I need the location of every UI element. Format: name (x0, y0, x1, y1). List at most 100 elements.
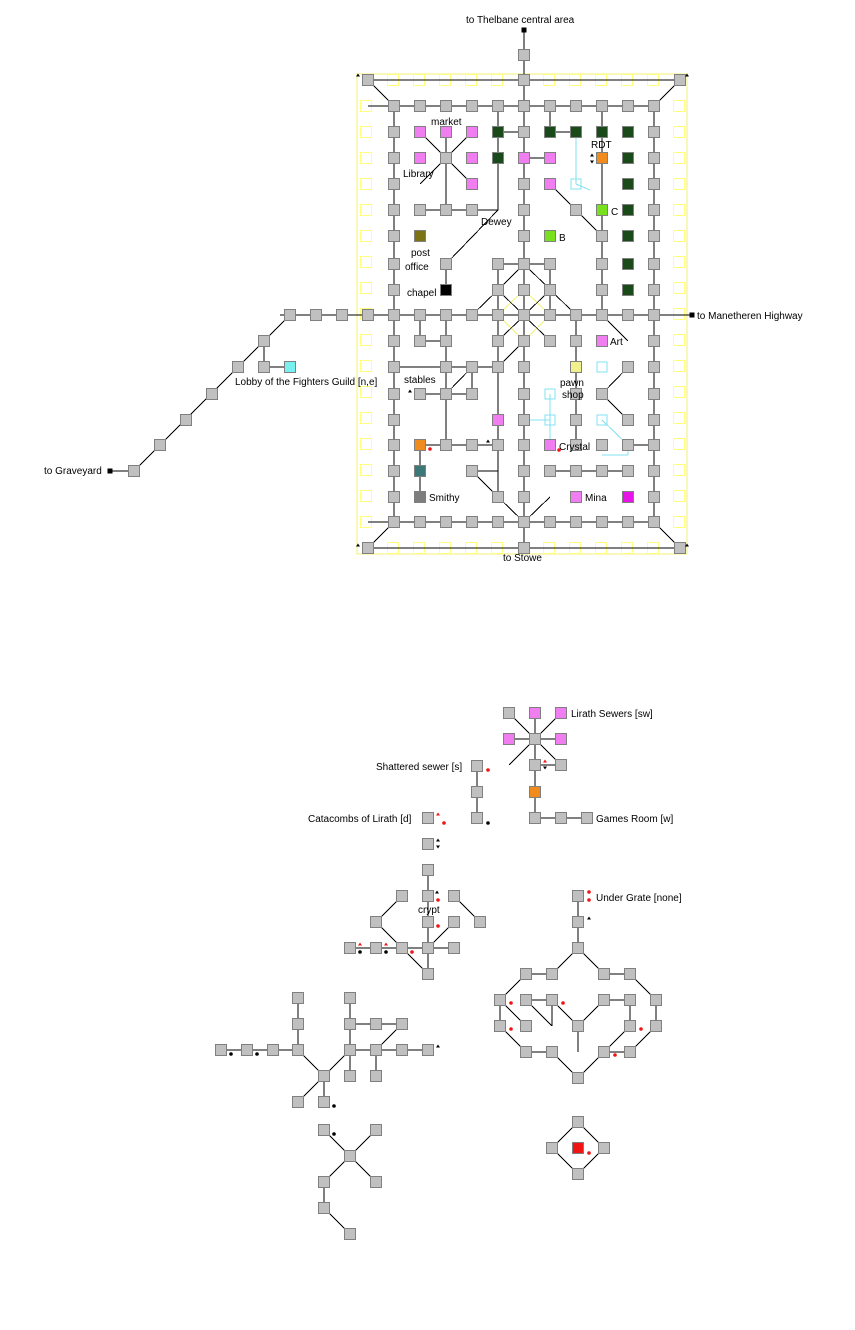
black-dot-marker (255, 1052, 259, 1056)
room (544, 258, 556, 270)
label-under-grate: Under Grate [none] (596, 893, 682, 904)
red-dot-marker (587, 890, 591, 894)
room (241, 1044, 253, 1056)
room (370, 1176, 382, 1188)
room-post-office (414, 230, 426, 242)
room (471, 812, 483, 824)
up-arrow-marker (486, 439, 490, 443)
room (422, 864, 434, 876)
room (555, 812, 567, 824)
room (624, 968, 636, 980)
room (596, 388, 608, 400)
room (292, 1044, 304, 1056)
room (572, 1020, 584, 1032)
room (648, 100, 660, 112)
room (570, 100, 582, 112)
room-market-stall (440, 126, 452, 138)
room-sewer-pink (555, 707, 567, 719)
black-dot-marker (229, 1052, 233, 1056)
room-shop (544, 152, 556, 164)
room (622, 100, 634, 112)
room (370, 916, 382, 928)
room (518, 516, 530, 528)
room (596, 230, 608, 242)
label-smithy: Smithy (429, 493, 460, 504)
wall-room (673, 490, 685, 502)
room (370, 1124, 382, 1136)
room (492, 439, 504, 451)
room-market-stall (466, 178, 478, 190)
room (581, 812, 593, 824)
room (624, 1046, 636, 1058)
label-c: C (611, 207, 618, 218)
room (414, 335, 426, 347)
room (388, 100, 400, 112)
room (206, 388, 218, 400)
room (440, 204, 452, 216)
wall-room (673, 438, 685, 450)
room (388, 204, 400, 216)
room (344, 992, 356, 1004)
room (344, 1070, 356, 1082)
room (544, 335, 556, 347)
room (572, 1116, 584, 1128)
room (570, 309, 582, 321)
label-art: Art (610, 337, 623, 348)
room (518, 49, 530, 61)
wall-room (360, 464, 372, 476)
room-art (596, 335, 608, 347)
room-sewer-pink (529, 707, 541, 719)
room-c (596, 204, 608, 216)
room (440, 258, 452, 270)
room-rdt (622, 126, 634, 138)
room (518, 335, 530, 347)
wall-room (673, 334, 685, 346)
room (529, 812, 541, 824)
up-arrow-marker (356, 543, 360, 547)
label-post: post (411, 248, 430, 259)
room (596, 439, 608, 451)
room (674, 542, 686, 554)
room (414, 516, 426, 528)
room (518, 465, 530, 477)
room (414, 309, 426, 321)
room (388, 230, 400, 242)
room (292, 1018, 304, 1030)
room (388, 388, 400, 400)
wall-room (360, 412, 372, 424)
room (596, 465, 608, 477)
room (440, 516, 452, 528)
room (570, 414, 582, 426)
wall-room (360, 178, 372, 190)
wall-room (673, 230, 685, 242)
room (414, 100, 426, 112)
red-dot-marker (436, 898, 440, 902)
room (624, 1020, 636, 1032)
down-arrow-marker (543, 766, 547, 770)
down-arrow-marker (436, 845, 440, 849)
room-rdt (622, 152, 634, 164)
room (440, 388, 452, 400)
room (598, 994, 610, 1006)
room (520, 1046, 532, 1058)
room (232, 361, 244, 373)
room (440, 361, 452, 373)
wall-room (360, 360, 372, 372)
room (570, 388, 582, 400)
red-dot-marker (639, 1027, 643, 1031)
wall-room (360, 256, 372, 268)
room (448, 916, 460, 928)
up-arrow-marker (587, 916, 591, 920)
room (598, 968, 610, 980)
room (370, 1018, 382, 1030)
room (466, 204, 478, 216)
room-rdt (596, 126, 608, 138)
room (596, 100, 608, 112)
room (622, 439, 634, 451)
room (180, 414, 192, 426)
room (648, 126, 660, 138)
black-dot-marker (358, 950, 362, 954)
room (622, 414, 634, 426)
wall-room (673, 204, 685, 216)
wall-room (360, 126, 372, 138)
